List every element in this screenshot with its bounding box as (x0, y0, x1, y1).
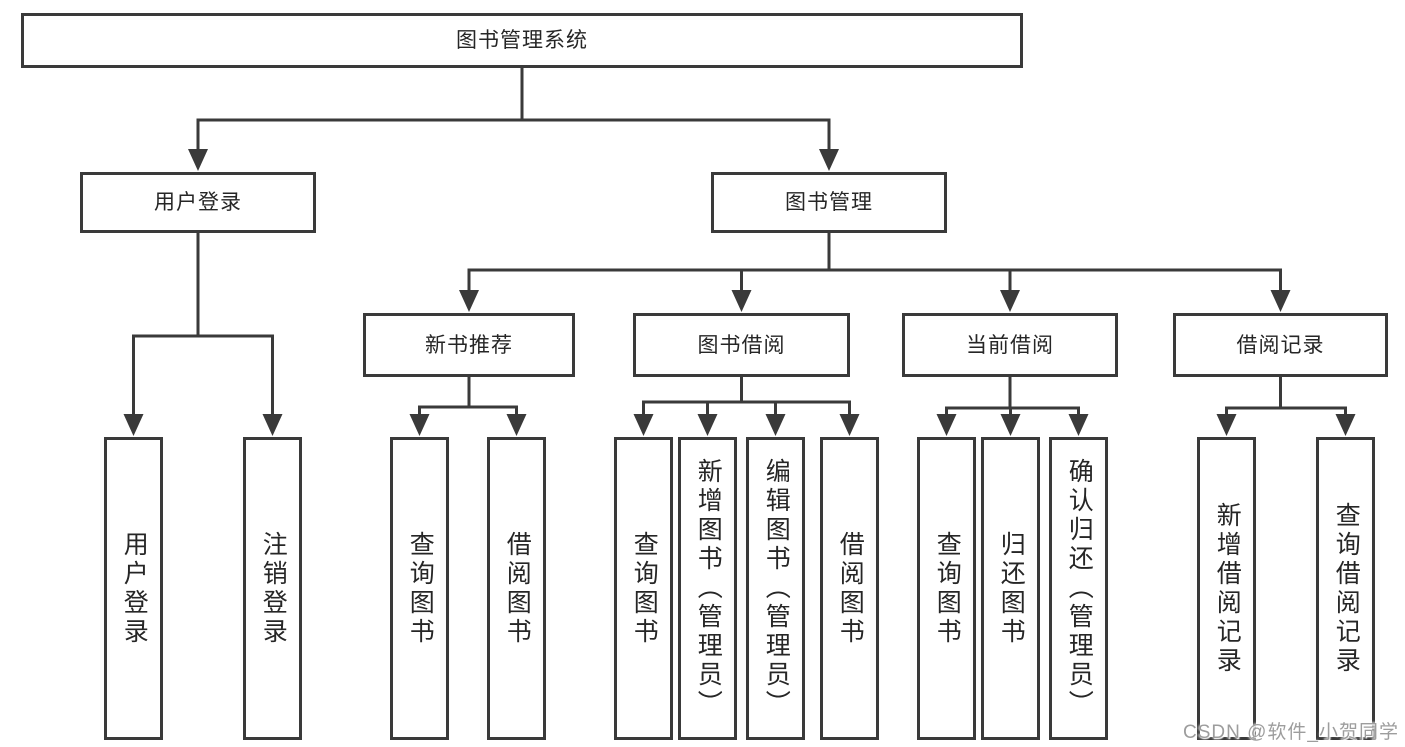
leaf-query-books-current: 查询图书 (917, 437, 976, 740)
leaf-label: 查询图书 (406, 530, 435, 647)
leaf-label: 查询图书 (933, 530, 962, 647)
watermark: CSDN @软件_小贺同学 (1183, 722, 1399, 743)
leaf-label: 新增图书（管理员） (694, 458, 723, 719)
node-new-book-recommend: 新书推荐 (363, 313, 575, 377)
leaf-query-books-borrowing: 查询图书 (614, 437, 673, 740)
leaf-confirm-return-admin: 确认归还（管理员） (1049, 437, 1108, 740)
leaf-label: 查询图书 (630, 530, 659, 647)
leaf-label: 编辑图书（管理员） (762, 458, 791, 719)
leaf-borrow-books-recommend: 借阅图书 (487, 437, 546, 740)
leaf-label: 借阅图书 (836, 530, 865, 647)
leaf-logout-login: 注销登录 (243, 437, 302, 740)
node-book-management: 图书管理 (711, 172, 947, 233)
leaf-label: 确认归还（管理员） (1065, 458, 1094, 719)
leaf-label: 查询借阅记录 (1332, 501, 1361, 676)
leaf-borrow-books-borrowing: 借阅图书 (820, 437, 879, 740)
leaf-query-books-recommend: 查询图书 (390, 437, 449, 740)
node-borrowing-records: 借阅记录 (1173, 313, 1388, 377)
node-user-login: 用户登录 (80, 172, 316, 233)
leaf-label: 注销登录 (259, 530, 288, 647)
leaf-add-book-admin: 新增图书（管理员） (678, 437, 737, 740)
node-root-system: 图书管理系统 (21, 13, 1023, 68)
leaf-label: 借阅图书 (503, 530, 532, 647)
node-current-borrowing: 当前借阅 (902, 313, 1118, 377)
leaf-add-borrow-record: 新增借阅记录 (1197, 437, 1256, 740)
node-book-borrowing: 图书借阅 (633, 313, 850, 377)
leaf-label: 新增借阅记录 (1213, 501, 1242, 676)
leaf-return-books: 归还图书 (981, 437, 1040, 740)
leaf-label: 归还图书 (997, 530, 1026, 647)
leaf-query-borrow-record: 查询借阅记录 (1316, 437, 1375, 740)
leaf-label: 用户登录 (120, 530, 149, 647)
leaf-user-login: 用户登录 (104, 437, 163, 740)
leaf-edit-book-admin: 编辑图书（管理员） (746, 437, 805, 740)
